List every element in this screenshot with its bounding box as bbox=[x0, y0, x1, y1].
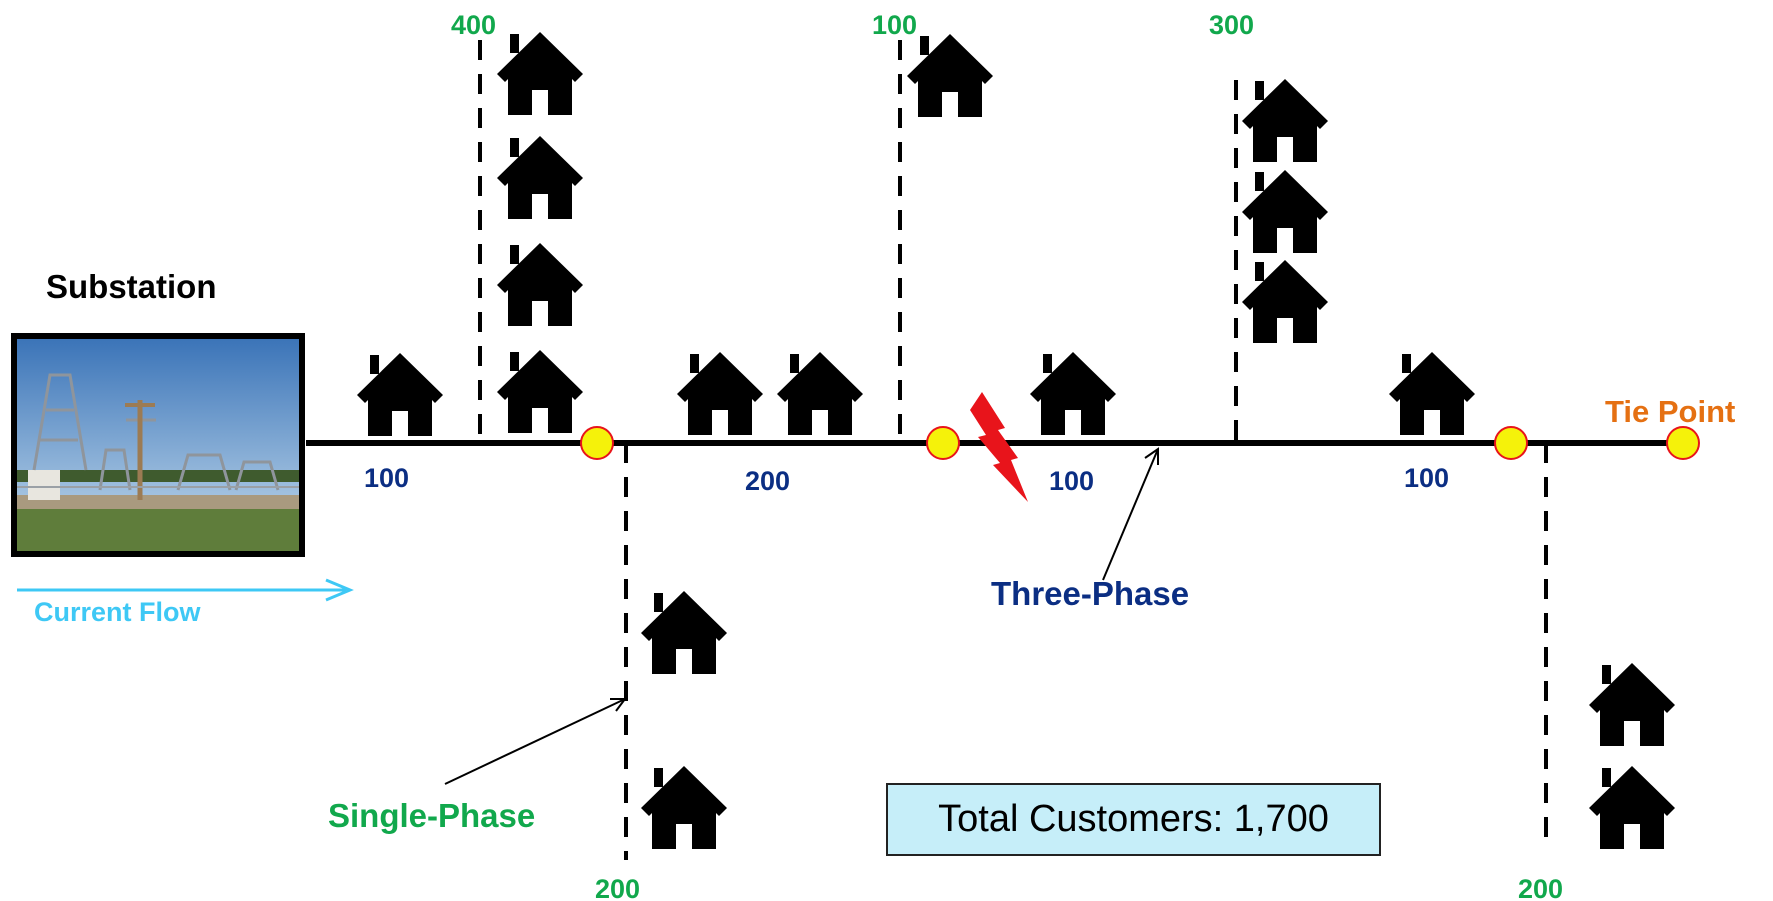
substation-label: Substation bbox=[46, 268, 217, 305]
house-icon bbox=[497, 243, 583, 326]
segment-label: 100 bbox=[1049, 466, 1094, 496]
current-flow-label: Current Flow bbox=[34, 597, 201, 627]
house-icon bbox=[1030, 352, 1116, 435]
house-icon bbox=[641, 766, 727, 849]
single-phase-label: Single-Phase bbox=[328, 797, 535, 834]
house-icon bbox=[497, 350, 583, 433]
house-icon bbox=[641, 591, 727, 674]
three-phase-pointer bbox=[1102, 447, 1159, 581]
branch-label: 200 bbox=[595, 874, 640, 901]
branch-label: 200 bbox=[1518, 874, 1563, 901]
three-phase-label: Three-Phase bbox=[991, 575, 1189, 612]
recloser-node-icon bbox=[926, 426, 960, 460]
branch-label: 100 bbox=[872, 10, 917, 40]
total-customers-box: Total Customers: 1,700 bbox=[886, 783, 1381, 856]
house-icon bbox=[357, 353, 443, 436]
house-icon bbox=[677, 352, 763, 435]
lightning-bolt-icon bbox=[970, 392, 1028, 502]
house-icon bbox=[497, 136, 583, 219]
recloser-node-icon bbox=[1494, 426, 1528, 460]
branch-label: 300 bbox=[1209, 10, 1254, 40]
recloser-node-icon bbox=[580, 426, 614, 460]
current-flow-arrow bbox=[17, 578, 354, 602]
tie-point-node-icon bbox=[1666, 426, 1700, 460]
house-icon bbox=[497, 32, 583, 115]
house-icon bbox=[1242, 170, 1328, 253]
segment-label: 200 bbox=[745, 466, 790, 496]
substation-photo bbox=[11, 333, 305, 557]
house-icon bbox=[907, 34, 993, 117]
house-icon bbox=[1242, 260, 1328, 343]
single-phase-pointer bbox=[444, 698, 627, 785]
segment-label: 100 bbox=[364, 463, 409, 493]
house-icon bbox=[1389, 352, 1475, 435]
segment-label: 100 bbox=[1404, 463, 1449, 493]
house-icon bbox=[777, 352, 863, 435]
total-customers-label: Total Customers: 1,700 bbox=[938, 798, 1329, 840]
house-icon bbox=[1589, 663, 1675, 746]
house-icon bbox=[1242, 79, 1328, 162]
tie-point-label: Tie Point bbox=[1605, 394, 1735, 429]
branch-label: 400 bbox=[451, 10, 496, 40]
house-icon bbox=[1589, 766, 1675, 849]
